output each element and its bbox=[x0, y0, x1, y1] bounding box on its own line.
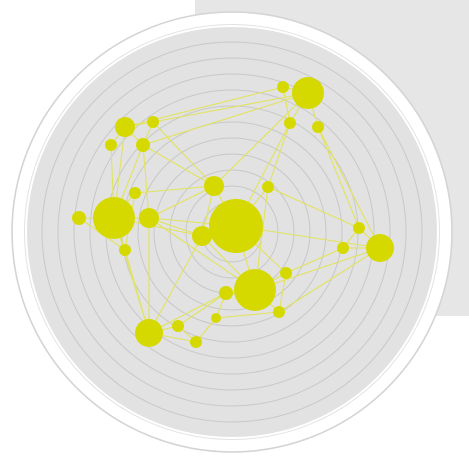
network-node bbox=[105, 139, 117, 151]
network-node bbox=[280, 267, 292, 279]
network-edge bbox=[267, 186, 360, 229]
ring bbox=[41, 41, 423, 423]
network-node bbox=[277, 81, 289, 93]
network-node bbox=[209, 199, 263, 253]
network-node bbox=[129, 187, 141, 199]
network-node bbox=[273, 306, 285, 318]
network-edge bbox=[148, 185, 215, 219]
network-edge bbox=[177, 292, 227, 327]
network-node bbox=[312, 121, 324, 133]
network-edge bbox=[317, 126, 381, 249]
network-edge bbox=[134, 185, 215, 194]
network-node bbox=[292, 77, 324, 109]
network-edge bbox=[215, 311, 280, 319]
network-node bbox=[147, 116, 159, 128]
network-edge bbox=[142, 144, 150, 219]
ring bbox=[57, 57, 407, 407]
network-edge bbox=[152, 121, 215, 187]
network-edge bbox=[213, 92, 309, 187]
network-node bbox=[353, 222, 365, 234]
network-node bbox=[72, 211, 86, 225]
network-node bbox=[366, 234, 394, 262]
network-edge bbox=[142, 144, 215, 187]
ring bbox=[25, 25, 439, 439]
network-node bbox=[136, 138, 150, 152]
network-edge bbox=[148, 292, 227, 334]
network-node bbox=[204, 176, 224, 196]
network-edge bbox=[317, 126, 360, 229]
network-nodes bbox=[72, 77, 394, 348]
network-node bbox=[115, 117, 135, 137]
ring bbox=[137, 137, 327, 327]
ring bbox=[73, 73, 391, 391]
network-node bbox=[135, 319, 163, 347]
network-edge bbox=[285, 247, 344, 274]
network-edge bbox=[148, 235, 203, 334]
ring bbox=[153, 153, 311, 311]
network-node bbox=[192, 226, 212, 246]
network-edge bbox=[152, 92, 309, 123]
network-edge bbox=[148, 217, 256, 291]
network-node bbox=[93, 197, 135, 239]
network-node bbox=[234, 269, 276, 311]
network-edge bbox=[267, 122, 291, 188]
network-node bbox=[262, 181, 274, 193]
network-node bbox=[337, 242, 349, 254]
ring bbox=[89, 89, 375, 375]
network-node bbox=[190, 336, 202, 348]
network-edge bbox=[254, 247, 381, 291]
network-node bbox=[211, 313, 221, 323]
network-node bbox=[119, 244, 131, 256]
network-edge bbox=[142, 92, 309, 146]
network-edge bbox=[278, 247, 381, 313]
network-node bbox=[284, 117, 296, 129]
network-node bbox=[219, 286, 233, 300]
network-edge bbox=[278, 272, 287, 313]
network-edge bbox=[282, 86, 291, 124]
network-node bbox=[139, 208, 159, 228]
network-node bbox=[172, 320, 184, 332]
